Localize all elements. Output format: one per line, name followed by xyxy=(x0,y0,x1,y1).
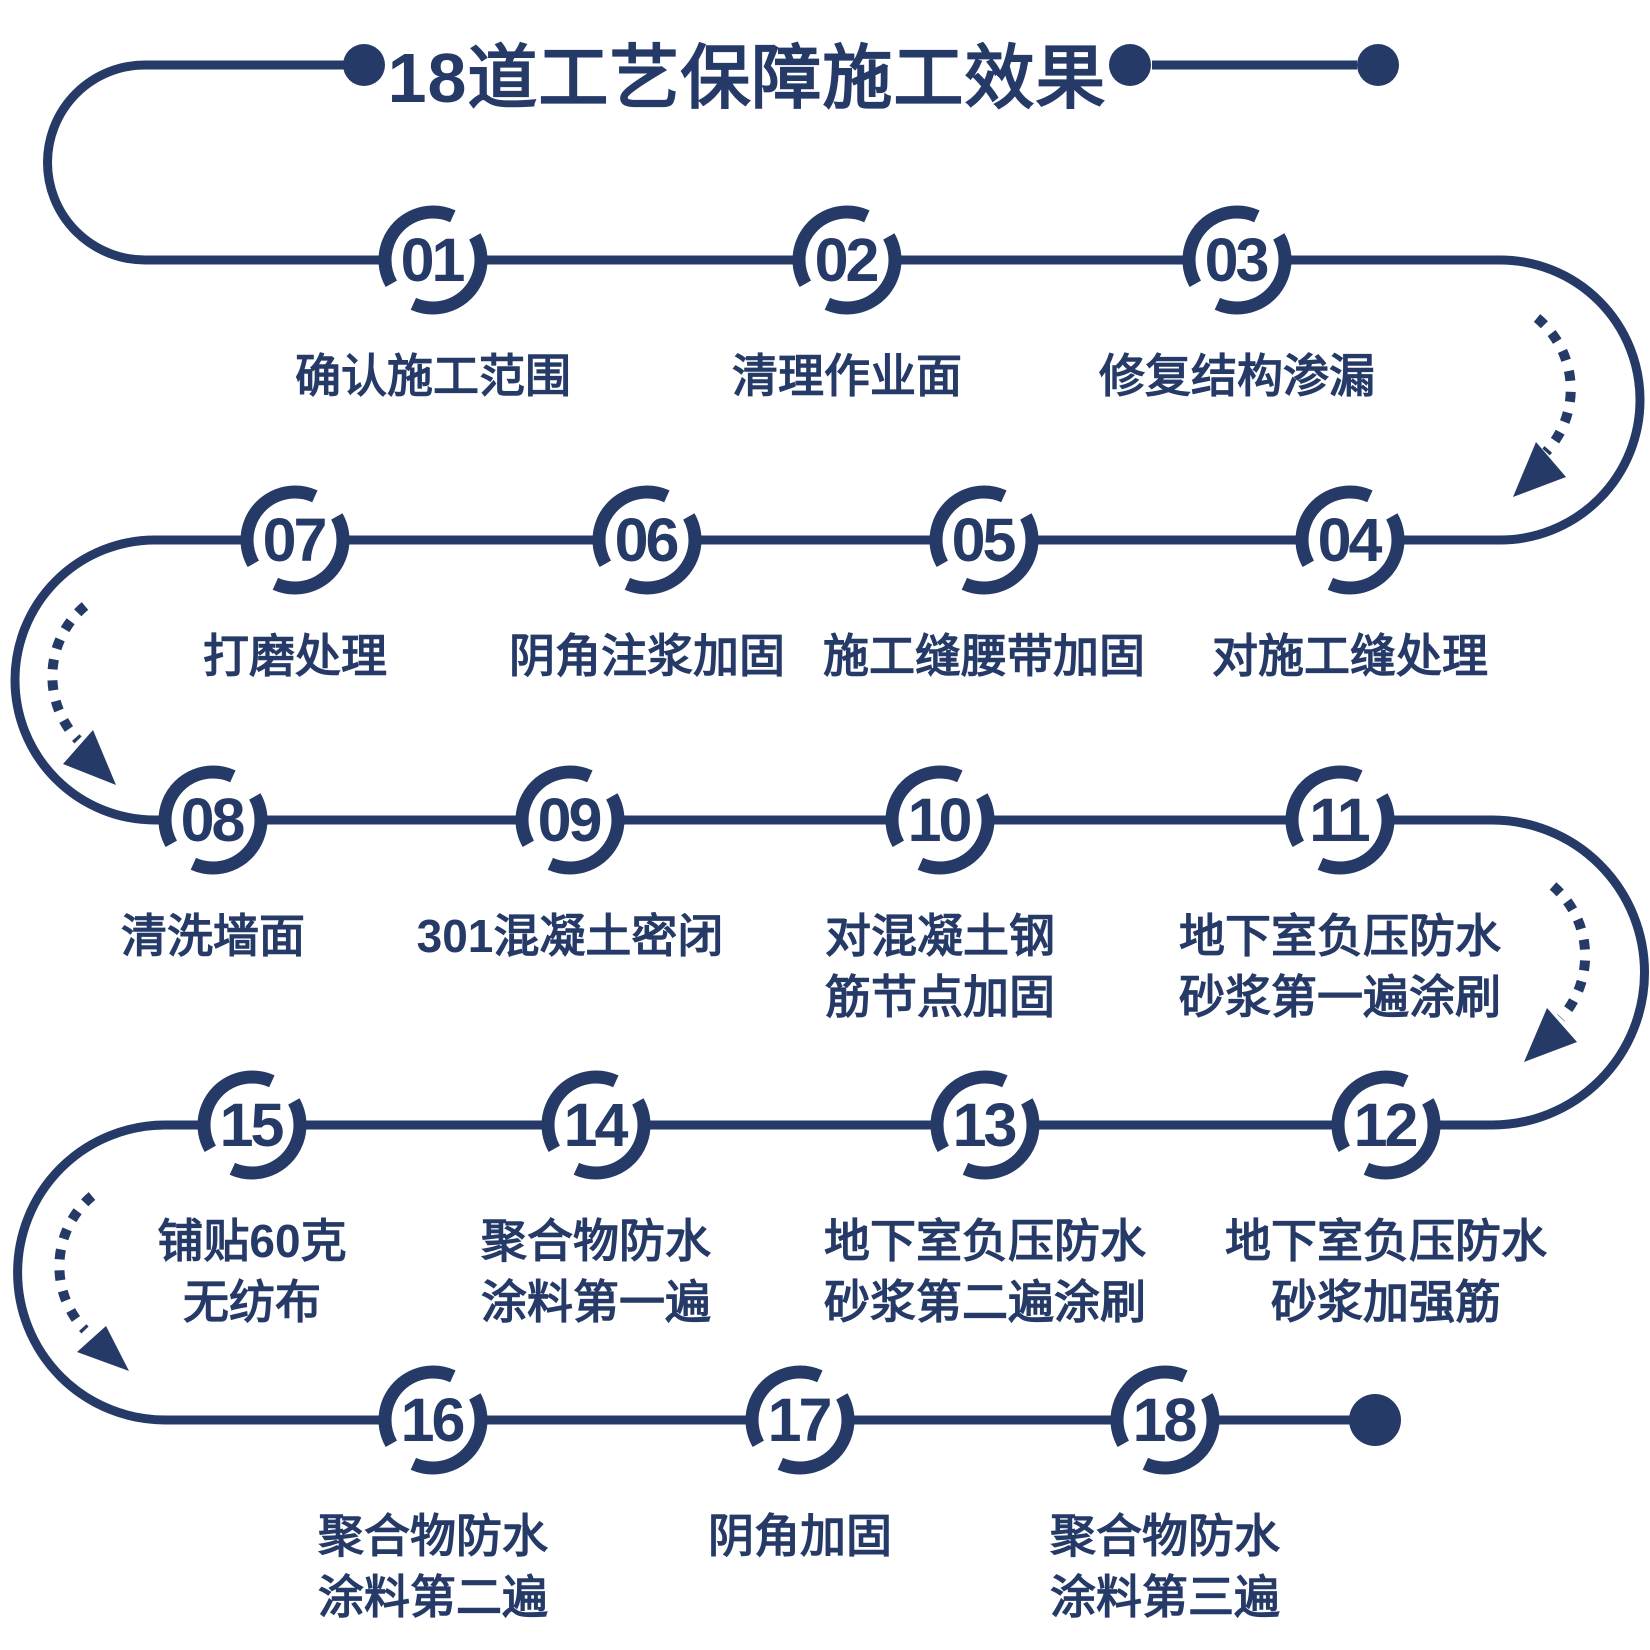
step-label-18: 聚合物防水 涂料第三遍 xyxy=(1050,1510,1280,1623)
step-circle-15: 15 xyxy=(194,1067,310,1183)
step-circle-11: 11 xyxy=(1282,762,1398,878)
step-circle-09: 09 xyxy=(512,762,628,878)
step-ring-icon xyxy=(930,1070,1040,1180)
step-circle-05: 05 xyxy=(926,482,1042,598)
step-circle-10: 10 xyxy=(882,762,998,878)
step-label-08: 清洗墙面 xyxy=(121,910,305,962)
step-number: 08 xyxy=(180,786,246,854)
turn-arrow-right-2-icon xyxy=(1524,882,1591,1062)
step-label-05: 施工缝腰带加固 xyxy=(823,630,1145,682)
step-ring-icon xyxy=(158,765,268,875)
step-label-15: 铺贴60克 无纺布 xyxy=(157,1215,347,1328)
step-label-02: 清理作业面 xyxy=(732,350,962,402)
step-ring-icon xyxy=(1110,1365,1220,1475)
step-ring-icon xyxy=(515,765,625,875)
step-ring-icon xyxy=(792,205,902,315)
step-circle-02: 02 xyxy=(789,202,905,318)
step-circle-17: 17 xyxy=(742,1362,858,1478)
step-number: 03 xyxy=(1204,226,1270,294)
step-ring-icon xyxy=(541,1070,651,1180)
step-circle-03: 03 xyxy=(1179,202,1295,318)
step-number: 16 xyxy=(400,1386,466,1454)
step-number: 15 xyxy=(219,1091,285,1159)
title-end-dot-icon xyxy=(1357,44,1399,86)
step-number: 09 xyxy=(537,786,603,854)
turn-arrow-left-1-icon xyxy=(47,602,116,785)
step-number: 10 xyxy=(907,786,973,854)
step-ring-icon xyxy=(1295,485,1405,595)
step-ring-icon xyxy=(592,485,702,595)
step-circle-07: 07 xyxy=(237,482,353,598)
step-circle-13: 13 xyxy=(927,1067,1043,1183)
step-ring-icon xyxy=(240,485,350,595)
step-number: 12 xyxy=(1353,1091,1419,1159)
step-number: 14 xyxy=(563,1091,629,1159)
step-number: 18 xyxy=(1132,1386,1198,1454)
step-label-03: 修复结构渗漏 xyxy=(1099,350,1375,402)
step-label-06: 阴角注浆加固 xyxy=(509,630,785,682)
step-label-04: 对施工缝处理 xyxy=(1212,630,1488,682)
step-label-10: 对混凝土钢 筋节点加固 xyxy=(825,910,1055,1023)
step-label-12: 地下室负压防水 砂浆加强筋 xyxy=(1225,1215,1547,1328)
step-ring-icon xyxy=(929,485,1039,595)
title-right-dot-icon xyxy=(1109,44,1151,86)
turn-arrow-right-1-icon xyxy=(1513,314,1576,497)
step-circle-18: 18 xyxy=(1107,1362,1223,1478)
step-number: 17 xyxy=(767,1386,833,1454)
step-ring-icon xyxy=(378,205,488,315)
step-ring-icon xyxy=(885,765,995,875)
step-circle-08: 08 xyxy=(155,762,271,878)
step-number: 04 xyxy=(1317,506,1383,574)
step-number: 07 xyxy=(262,506,328,574)
step-number: 05 xyxy=(951,506,1017,574)
step-label-09: 301混凝土密闭 xyxy=(416,910,724,962)
flow-snake-line xyxy=(10,60,1649,1425)
step-number: 13 xyxy=(952,1091,1018,1159)
step-ring-icon xyxy=(1285,765,1395,875)
flow-end-dot-icon xyxy=(1349,1394,1401,1446)
step-circle-12: 12 xyxy=(1328,1067,1444,1183)
step-ring-icon xyxy=(1331,1070,1441,1180)
step-number: 11 xyxy=(1309,786,1371,854)
step-circle-06: 06 xyxy=(589,482,705,598)
step-label-14: 聚合物防水 涂料第一遍 xyxy=(481,1215,711,1328)
step-number: 06 xyxy=(614,506,680,574)
title-left-dot-icon xyxy=(343,44,385,86)
step-circle-14: 14 xyxy=(538,1067,654,1183)
step-label-13: 地下室负压防水 砂浆第二遍涂刷 xyxy=(824,1215,1146,1328)
step-circle-16: 16 xyxy=(375,1362,491,1478)
step-ring-icon xyxy=(1182,205,1292,315)
step-circle-01: 01 xyxy=(375,202,491,318)
step-circle-04: 04 xyxy=(1292,482,1408,598)
step-ring-icon xyxy=(197,1070,307,1180)
step-label-17: 阴角加固 xyxy=(708,1510,892,1562)
step-number: 02 xyxy=(814,226,880,294)
turn-arrow-left-2-icon xyxy=(54,1192,129,1371)
step-ring-icon xyxy=(745,1365,855,1475)
step-label-01: 确认施工范围 xyxy=(295,350,571,402)
step-ring-icon xyxy=(378,1365,488,1475)
step-label-11: 地下室负压防水 砂浆第一遍涂刷 xyxy=(1179,910,1501,1023)
page-title: 18道工艺保障施工效果 xyxy=(387,39,1107,117)
step-label-16: 聚合物防水 涂料第二遍 xyxy=(318,1510,548,1623)
step-label-07: 打磨处理 xyxy=(203,630,387,682)
step-number: 01 xyxy=(400,226,466,294)
